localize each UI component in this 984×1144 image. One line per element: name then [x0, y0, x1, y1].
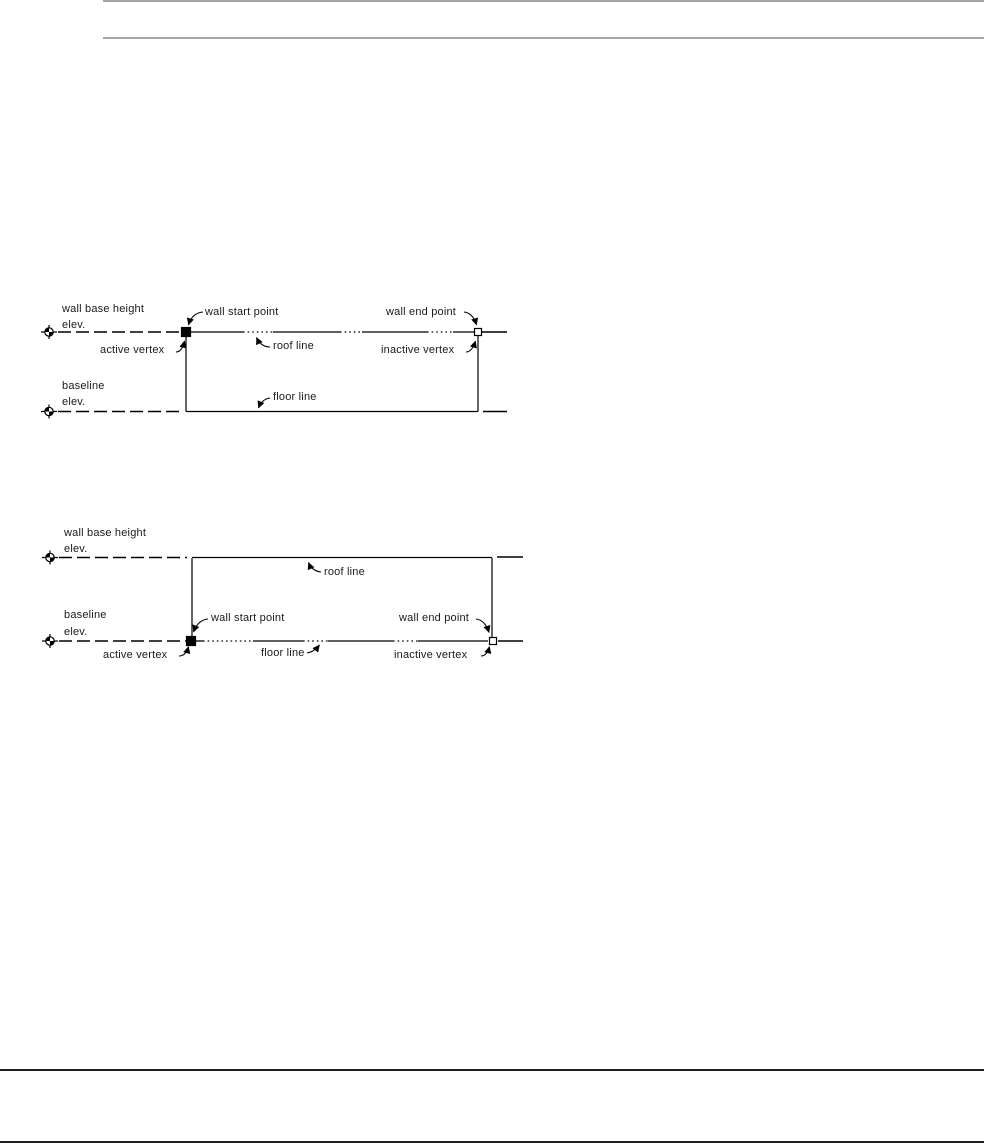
active-vertex-label: active vertex	[103, 649, 168, 661]
baseline-elev-label: elev.	[64, 626, 88, 638]
baseline-label: baseline	[62, 380, 105, 392]
inactive-vertex-marker[interactable]	[488, 636, 498, 646]
wall-end-point-arrow	[475, 618, 491, 633]
wall-start-point-arrow	[192, 618, 209, 633]
elevation-marker-icon	[41, 325, 57, 339]
footer-rule-top	[0, 1069, 984, 1071]
elevation-marker-icon	[41, 404, 57, 419]
wall-start-point-label: wall start point	[205, 306, 279, 318]
active-vertex-label: active vertex	[100, 344, 165, 356]
wall-end-point-arrow	[463, 311, 479, 326]
figure-2	[42, 550, 523, 657]
wall-base-height-elev-label: elev.	[64, 543, 88, 555]
inactive-vertex-marker[interactable]	[473, 327, 483, 337]
header-rule-top	[103, 0, 984, 2]
active-vertex-arrow	[175, 340, 187, 353]
floor-line-arrow	[257, 397, 271, 409]
wall-end-point-label: wall end point	[386, 306, 457, 318]
roof-line-arrow	[256, 337, 271, 348]
active-vertex-arrow	[178, 646, 191, 657]
baseline-elev-label: elev.	[62, 396, 86, 408]
wall-end-point-label: wall end point	[399, 612, 470, 624]
wall-base-height-elev-label: elev.	[62, 319, 86, 331]
elevation-marker-icon	[42, 550, 58, 565]
wall-base-height-label: wall base height	[62, 303, 145, 315]
floor-line-label: floor line	[273, 391, 317, 403]
leader-arrows	[175, 311, 479, 409]
floor-line-arrow	[306, 644, 320, 654]
inactive-vertex-label: inactive vertex	[381, 344, 455, 356]
header-rule-bottom	[103, 37, 984, 39]
active-vertex-marker[interactable]	[185, 635, 197, 647]
wall-base-height-label: wall base height	[64, 527, 147, 539]
footer-rule-bottom	[0, 1141, 984, 1143]
floor-line-label: floor line	[261, 647, 305, 659]
elevation-marker-icon	[42, 634, 58, 648]
roof-line-label: roof line	[273, 340, 314, 352]
baseline-label: baseline	[64, 609, 107, 621]
active-vertex-marker[interactable]	[180, 326, 192, 338]
roof-line-label: roof line	[324, 566, 365, 578]
inactive-vertex-arrow	[480, 646, 492, 657]
wall-start-point-label: wall start point	[211, 612, 285, 624]
wall-base-height-elevation-line	[59, 556, 523, 559]
inactive-vertex-arrow	[465, 340, 477, 353]
wall-start-point-arrow	[186, 311, 204, 326]
roof-line-arrow	[307, 562, 322, 573]
inactive-vertex-label: inactive vertex	[394, 649, 468, 661]
